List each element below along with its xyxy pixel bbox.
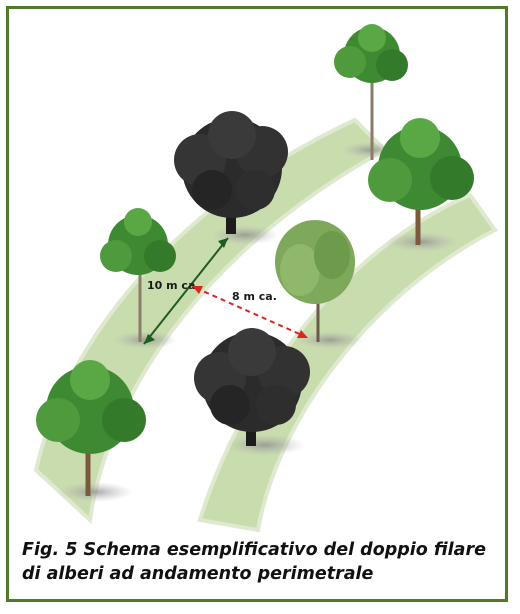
distance-between-rows-arrow: [192, 286, 308, 338]
tree-shadow: [225, 434, 305, 456]
tree-top-right: [334, 24, 408, 160]
tree-shadow: [386, 232, 458, 252]
figure-caption: Fig. 5 Schema esemplificativo del doppio…: [22, 538, 502, 586]
tree-light-willow: [275, 220, 355, 342]
tree-right-broad: [368, 118, 474, 245]
tree-shadow: [296, 331, 364, 349]
distance-along-row-label: 10 m ca.: [147, 279, 200, 292]
distance-along-row-arrow: [143, 237, 229, 345]
tree-shadow: [113, 331, 177, 349]
tree-dark-top: [174, 111, 288, 234]
tree-left-slender: [100, 208, 176, 342]
caption-line-2: di alberi ad andamento perimetrale: [22, 564, 374, 584]
tree-bottom-left: [36, 360, 146, 496]
tree-dark-bottom: [194, 328, 310, 446]
tree-shadow: [57, 482, 133, 502]
caption-line-1: Fig. 5 Schema esemplificativo del doppio…: [22, 540, 486, 560]
distance-between-rows-label: 8 m ca.: [232, 290, 277, 303]
